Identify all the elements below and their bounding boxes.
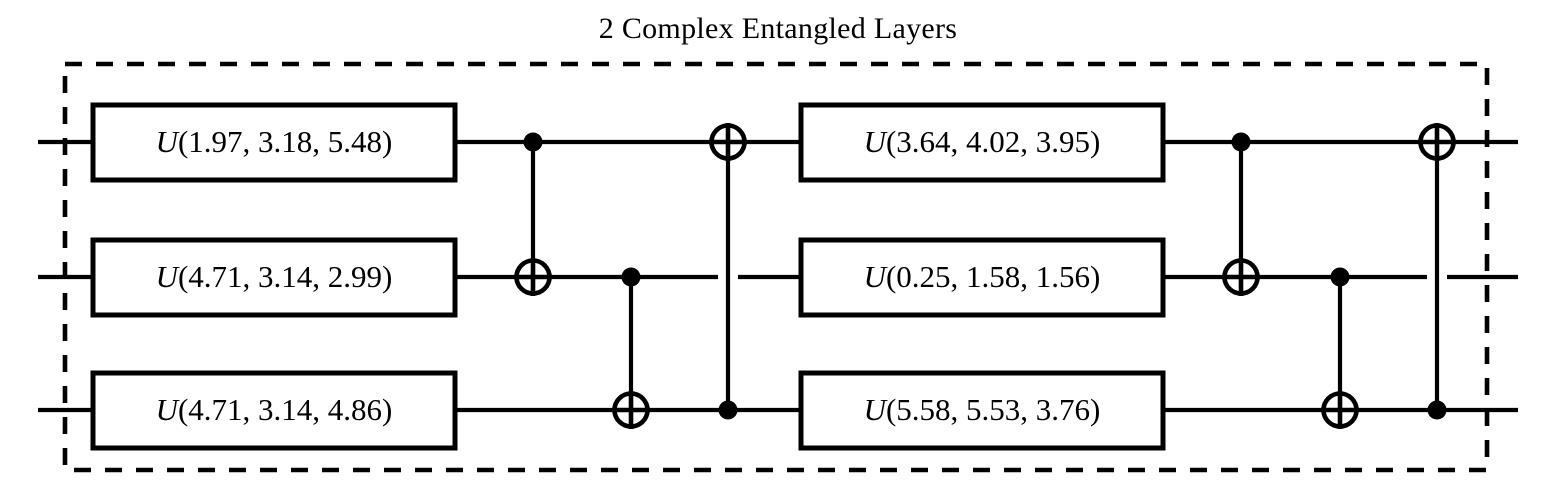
cnot-q1-q2-l2[interactable] [1321,267,1359,430]
control-dot-icon[interactable] [621,267,641,287]
control-dot-icon[interactable] [1427,400,1447,420]
cnot-q0-q1-l2[interactable] [1222,132,1260,297]
gate-box[interactable] [90,370,458,451]
gate-params: (0.25, 1.58, 1.56) [886,259,1100,294]
gate-label: U(4.71, 3.14, 4.86) [156,392,393,427]
gate-label: U(1.97, 3.18, 5.48) [156,124,393,159]
gate-box[interactable] [798,237,1166,318]
cnot-group-layer-1 [514,123,747,429]
control-dot-icon[interactable] [718,400,738,420]
gate-params: (1.97, 3.18, 5.48) [178,124,392,159]
layer-dashed-border [62,61,1490,473]
u-gate-q2-l1[interactable]: U(4.71, 3.14, 4.86) [90,370,458,451]
gate-box[interactable] [90,237,458,318]
gate-group-layer-2: U(3.64, 4.02, 3.95) U(0.25, 1.58, 1.56) … [798,102,1166,451]
u-gate-q2-l2[interactable]: U(5.58, 5.53, 3.76) [798,370,1166,451]
qubit-wires [38,139,1518,413]
u-gate-q0-l2[interactable]: U(3.64, 4.02, 3.95) [798,102,1166,183]
gate-params: (3.64, 4.02, 3.95) [886,124,1100,159]
gate-params: (4.71, 3.14, 2.99) [178,259,392,294]
u-gate-q1-l2[interactable]: U(0.25, 1.58, 1.56) [798,237,1166,318]
gate-label: U(4.71, 3.14, 2.99) [156,259,393,294]
gate-params: (4.71, 3.14, 4.86) [178,392,392,427]
control-dot-icon[interactable] [1231,132,1251,152]
gate-box[interactable] [798,102,1166,183]
cnot-q1-q2-l1[interactable] [612,267,650,430]
cnot-group-layer-2 [1222,123,1456,429]
u-gate-q1-l1[interactable]: U(4.71, 3.14, 2.99) [90,237,458,318]
gate-box[interactable] [90,102,458,183]
cnot-q2-q0-l1[interactable] [709,123,747,420]
figure-title: 2 Complex Entangled Layers [598,12,958,45]
gate-group-layer-1: U(1.97, 3.18, 5.48) U(4.71, 3.14, 2.99) … [90,102,458,451]
gate-box[interactable] [798,370,1166,451]
cnot-q0-q1-l1[interactable] [514,132,552,297]
gate-params: (5.58, 5.53, 3.76) [886,392,1100,427]
control-dot-icon[interactable] [523,132,543,152]
u-gate-q0-l1[interactable]: U(1.97, 3.18, 5.48) [90,102,458,183]
control-dot-icon[interactable] [1330,267,1350,287]
gate-label: U(3.64, 4.02, 3.95) [864,124,1101,159]
cnot-q2-q0-l2[interactable] [1418,123,1456,420]
gate-label: U(5.58, 5.53, 3.76) [864,392,1101,427]
gate-label: U(0.25, 1.58, 1.56) [864,259,1101,294]
